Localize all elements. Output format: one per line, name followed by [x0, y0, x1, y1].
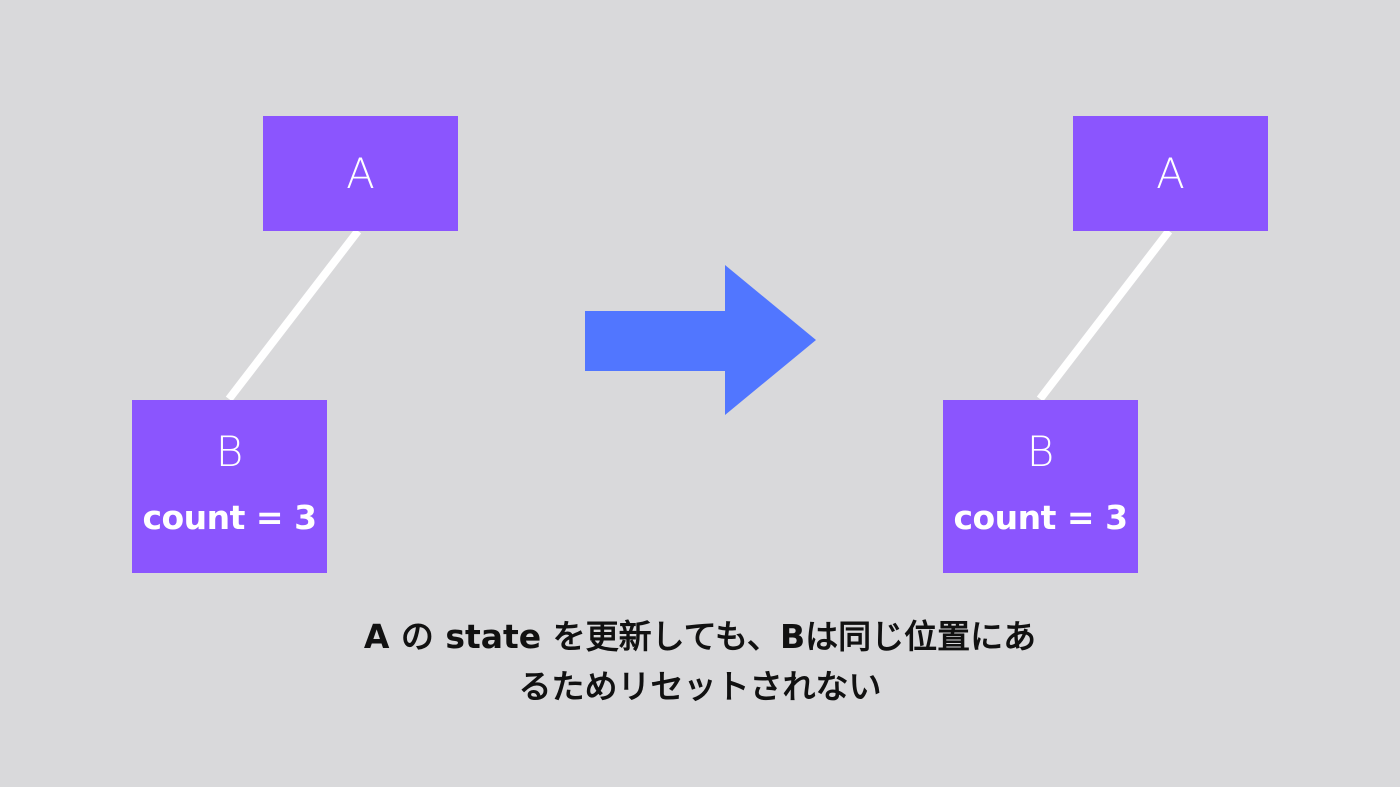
before-connector-line [225, 228, 362, 402]
after-node-b-label: B [1026, 427, 1055, 476]
after-node-a: A [1073, 116, 1268, 231]
diagram-caption: A の state を更新しても、Bは同じ位置にあ るためリセットされない [300, 612, 1100, 712]
after-connector-line [1036, 228, 1173, 402]
caption-line-1: A の state を更新しても、Bは同じ位置にあ [363, 617, 1037, 656]
after-node-b: B count = 3 [943, 400, 1138, 573]
before-node-b: B count = 3 [132, 400, 327, 573]
before-node-a-label: A [346, 148, 375, 198]
before-node-b-state: count = 3 [142, 498, 317, 537]
after-node-b-state: count = 3 [953, 498, 1128, 537]
after-node-a-label: A [1156, 148, 1185, 198]
before-node-a: A [263, 116, 458, 231]
arrow-right-icon [585, 265, 816, 415]
before-node-b-label: B [215, 427, 244, 476]
caption-line-2: るためリセットされない [518, 667, 882, 706]
